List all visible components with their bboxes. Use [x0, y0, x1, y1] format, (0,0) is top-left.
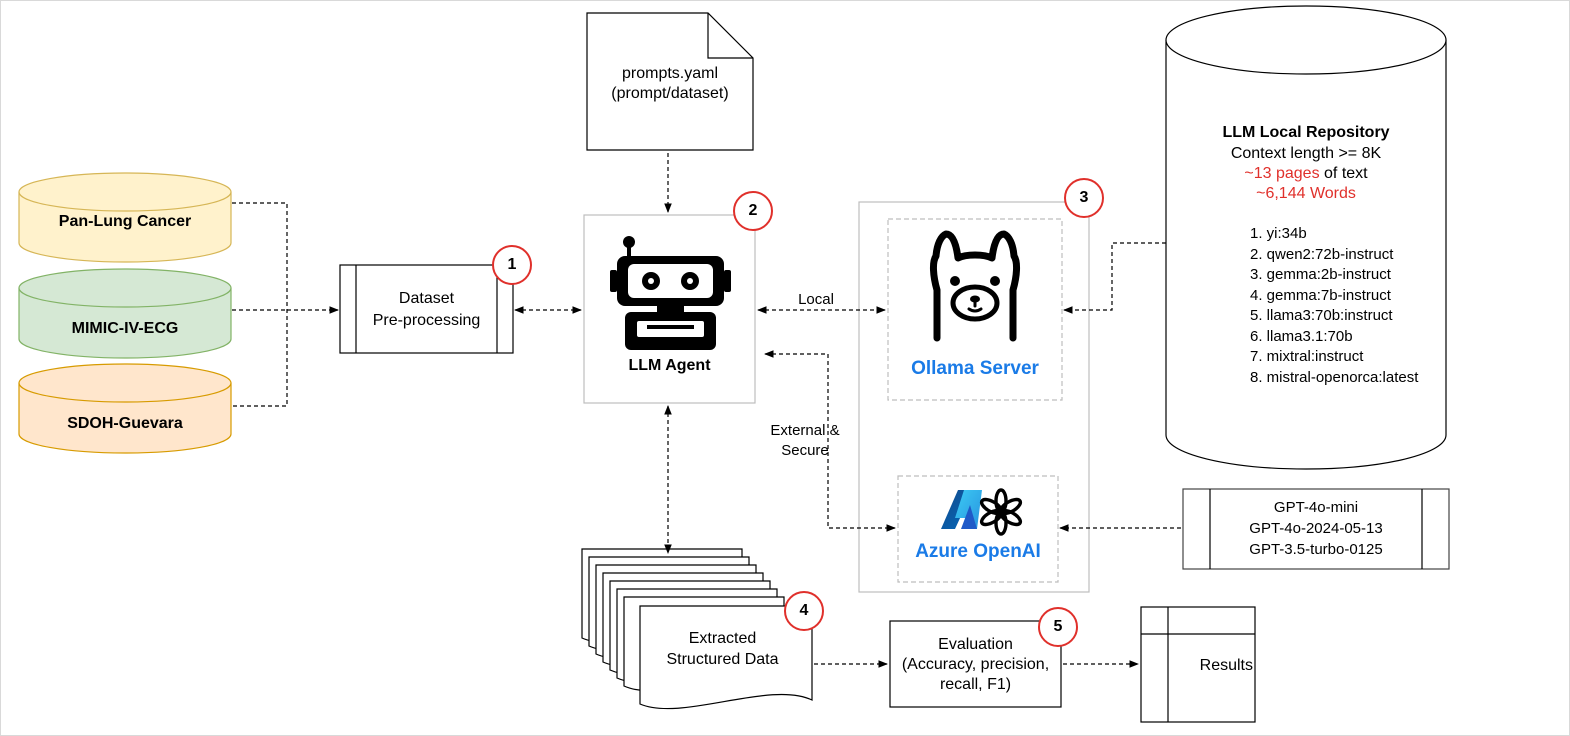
ollama-box: [887, 218, 1063, 401]
gpt-models-box: [1182, 488, 1450, 570]
dataset-label-pan-lung: Pan-Lung Cancer: [58, 213, 192, 230]
preprocess-label-line2: Pre-processing: [372, 312, 481, 329]
evaluation-label-line1: Evaluation: [938, 636, 1013, 653]
repo-model-list: 1. yi:34b 2. qwen2:72b-instruct 3. gemma…: [1250, 224, 1418, 388]
evaluation-label-line3: recall, F1): [939, 676, 1012, 693]
robot-icon: [610, 236, 731, 350]
step-badge-1: 1: [492, 245, 532, 285]
prompts-label-line1: prompts.yaml: [621, 65, 719, 82]
step-badge-4: 4: [784, 591, 824, 631]
edge-label-external-line2: Secure: [781, 442, 829, 459]
prompts-label-line2: (prompt/dataset): [611, 85, 729, 102]
evaluation-box: [889, 620, 1062, 708]
dataset-label-sdoh: SDOH-Guevara: [67, 415, 183, 432]
step-badge-2: 2: [733, 191, 773, 231]
preprocess-box: [339, 264, 514, 354]
extracted-documents-stack: [581, 548, 813, 710]
list-item: 3. gemma:2b-instruct: [1250, 266, 1391, 283]
list-item: 5. llama3:70b:instruct: [1250, 307, 1393, 324]
results-label: Results: [1199, 657, 1253, 674]
dataset-label-mimic: MIMIC-IV-ECG: [71, 320, 179, 337]
list-item: 6. llama3.1:70b: [1250, 327, 1353, 345]
gpt-model-1: GPT-4o-mini: [1273, 499, 1359, 516]
openai-logo-icon: [979, 488, 1023, 536]
dataset-cylinder-mimic: [18, 268, 232, 359]
dataset-cylinder-pan-lung: [18, 172, 232, 263]
gpt-model-3: GPT-3.5-turbo-0125: [1249, 541, 1383, 558]
edge-label-external-line1: External &: [770, 422, 840, 439]
list-item: 1. yi:34b: [1250, 225, 1307, 242]
step-badge-5: 5: [1038, 607, 1078, 647]
list-item: 7. mixtral:instruct: [1250, 348, 1364, 365]
repo-context: Context length >= 8K: [1230, 145, 1382, 162]
step-badge-3: 3: [1064, 178, 1104, 218]
azure-label: Azure OpenAI: [915, 541, 1041, 562]
ollama-label: Ollama Server: [911, 358, 1039, 379]
llama-icon: [930, 230, 1020, 342]
repo-pages: ~13 pages of text: [1244, 165, 1368, 182]
list-item: 4. gemma:7b-instruct: [1250, 286, 1391, 304]
repo-title: LLM Local Repository: [1222, 124, 1390, 141]
repository-database-icon: [1165, 5, 1447, 470]
dataset-edges: [232, 202, 339, 407]
azure-logo-icon: [941, 490, 982, 529]
list-item: 8. mistral-openorca:latest: [1250, 368, 1419, 386]
extracted-label-line1: Extracted: [688, 630, 757, 647]
agent-label: LLM Agent: [628, 357, 711, 374]
edge-label-local: Local: [798, 291, 834, 308]
dataset-cylinder-sdoh: [18, 363, 232, 454]
azure-box: [897, 475, 1059, 583]
flow-edges: [514, 153, 1181, 668]
repo-words: ~6,144 Words: [1256, 185, 1356, 202]
extracted-label-line2: Structured Data: [666, 651, 779, 668]
results-table: [1140, 606, 1256, 723]
preprocess-label-line1: Dataset: [398, 290, 455, 307]
gpt-model-2: GPT-4o-2024-05-13: [1249, 520, 1383, 537]
evaluation-label-line2: (Accuracy, precision,: [901, 656, 1050, 673]
list-item: 2. qwen2:72b-instruct: [1250, 245, 1394, 263]
prompts-document: [586, 12, 754, 151]
